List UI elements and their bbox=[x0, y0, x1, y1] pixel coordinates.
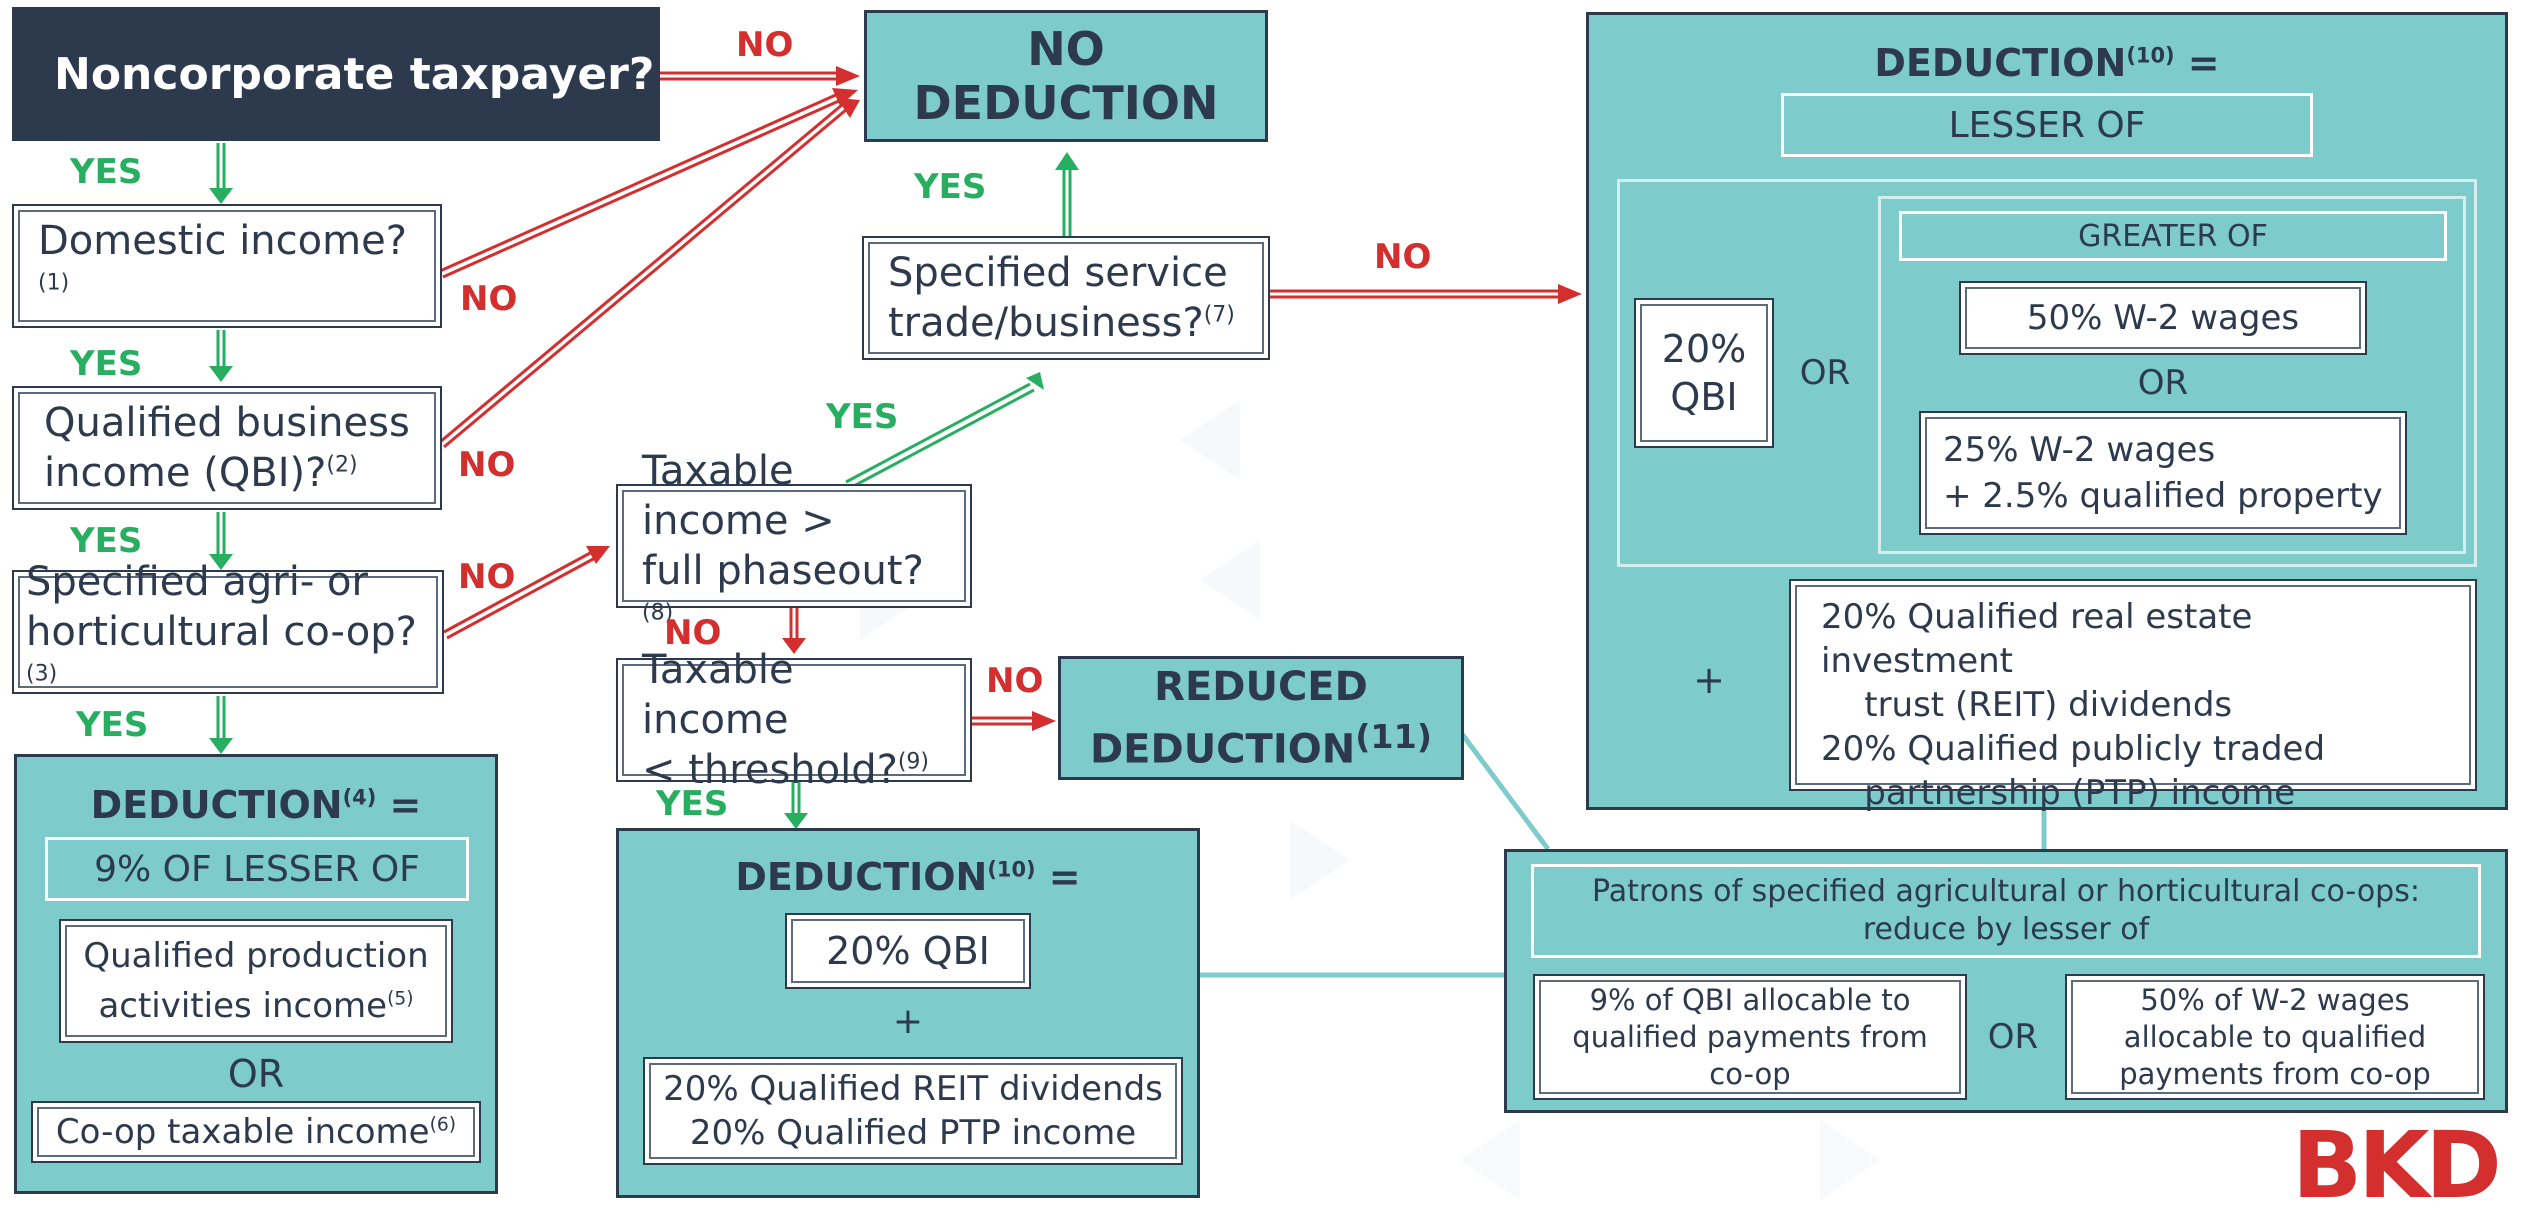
greater-of-box: GREATER OF bbox=[1899, 211, 2447, 261]
yes-label: YES bbox=[826, 397, 899, 437]
full-lesser-of-box: LESSER OF bbox=[1781, 93, 2313, 157]
bkd-logo: BKD bbox=[2292, 1112, 2502, 1219]
question-domestic-income: Domestic income?(1) bbox=[12, 204, 442, 328]
question-text: Domestic income?(1) bbox=[38, 218, 407, 296]
no-label: NO bbox=[458, 445, 516, 485]
patrons-or-label: OR bbox=[1987, 1017, 2039, 1057]
qbi-plus-label: + bbox=[892, 1000, 924, 1042]
lesser-or-label: OR bbox=[1799, 353, 1851, 393]
qbi-deduction-panel: DEDUCTION(10) = 20% QBI + 20% Qualified … bbox=[616, 828, 1200, 1198]
question-taxable-income-threshold: Taxable income< threshold?(9) bbox=[616, 647, 972, 793]
yes-label: YES bbox=[656, 784, 729, 824]
yes-label: YES bbox=[70, 521, 143, 561]
start-node-noncorporate-taxpayer: Noncorporate taxpayer? bbox=[12, 7, 660, 141]
no-label: NO bbox=[458, 557, 516, 597]
greater-of-group: GREATER OF 50% W-2 wages OR 25% W-2 wage… bbox=[1878, 196, 2466, 554]
coop-lesser-of-box: 9% OF LESSER OF bbox=[45, 837, 469, 901]
coop-taxable-income-box: Co-op taxable income(6) bbox=[31, 1101, 481, 1163]
wages-50-percent-box: 50% W-2 wages bbox=[1959, 281, 2367, 355]
patrons-reduction-panel: Patrons of specified agricultural or hor… bbox=[1504, 849, 2508, 1113]
yes-label: YES bbox=[70, 344, 143, 384]
patrons-header-box: Patrons of specified agricultural or hor… bbox=[1531, 864, 2481, 958]
background-triangle bbox=[1180, 400, 1240, 480]
no-label: NO bbox=[986, 661, 1044, 701]
red-no-arrows bbox=[439, 66, 1582, 731]
full-qbi-20-percent-box: 20%QBI bbox=[1634, 298, 1774, 448]
no-label: NO bbox=[664, 613, 722, 653]
background-triangle bbox=[1820, 1120, 1880, 1200]
start-node-label: Noncorporate taxpayer? bbox=[54, 48, 655, 100]
no-label: NO bbox=[1374, 237, 1432, 277]
yes-label: YES bbox=[76, 705, 149, 745]
qbi-deduction-title: DEDUCTION(10) = bbox=[735, 855, 1081, 899]
lesser-of-group: 20%QBI OR GREATER OF 50% W-2 wages OR 25… bbox=[1617, 179, 2477, 567]
no-deduction-node: NO DEDUCTION bbox=[864, 10, 1268, 142]
full-deduction-title: DEDUCTION(10) = bbox=[1874, 41, 2220, 85]
coop-deduction-title: DEDUCTION(4) = bbox=[90, 783, 422, 827]
coop-or-label: OR bbox=[227, 1052, 285, 1096]
yes-label: YES bbox=[70, 152, 143, 192]
no-deduction-label: NO DEDUCTION bbox=[913, 22, 1219, 130]
full-plus-label: + bbox=[1693, 658, 1725, 702]
qbi-20-percent-box: 20% QBI bbox=[785, 913, 1031, 989]
background-triangle bbox=[1460, 1120, 1520, 1200]
full-reit-ptp-box: 20% Qualified real estate investment tru… bbox=[1789, 579, 2477, 813]
question-taxable-income-full-phaseout: Taxable income >full phaseout?(8) bbox=[616, 448, 972, 624]
wages-25-property-box: 25% W-2 wages+ 2.5% qualified property bbox=[1919, 411, 2407, 535]
full-deduction-panel: DEDUCTION(10) = LESSER OF 20%QBI OR GREA… bbox=[1586, 12, 2508, 813]
no-label: NO bbox=[460, 279, 518, 319]
coop-deduction-panel: DEDUCTION(4) = 9% OF LESSER OF Qualified… bbox=[14, 754, 498, 1194]
background-triangle bbox=[1290, 820, 1350, 900]
background-triangle bbox=[1200, 540, 1260, 620]
yes-label: YES bbox=[914, 167, 987, 207]
question-text: Taxable income< threshold?(9) bbox=[642, 647, 930, 793]
no-label: NO bbox=[736, 25, 794, 65]
question-text: Taxable income >full phaseout?(8) bbox=[642, 448, 924, 626]
greater-or-label: OR bbox=[2137, 363, 2189, 403]
